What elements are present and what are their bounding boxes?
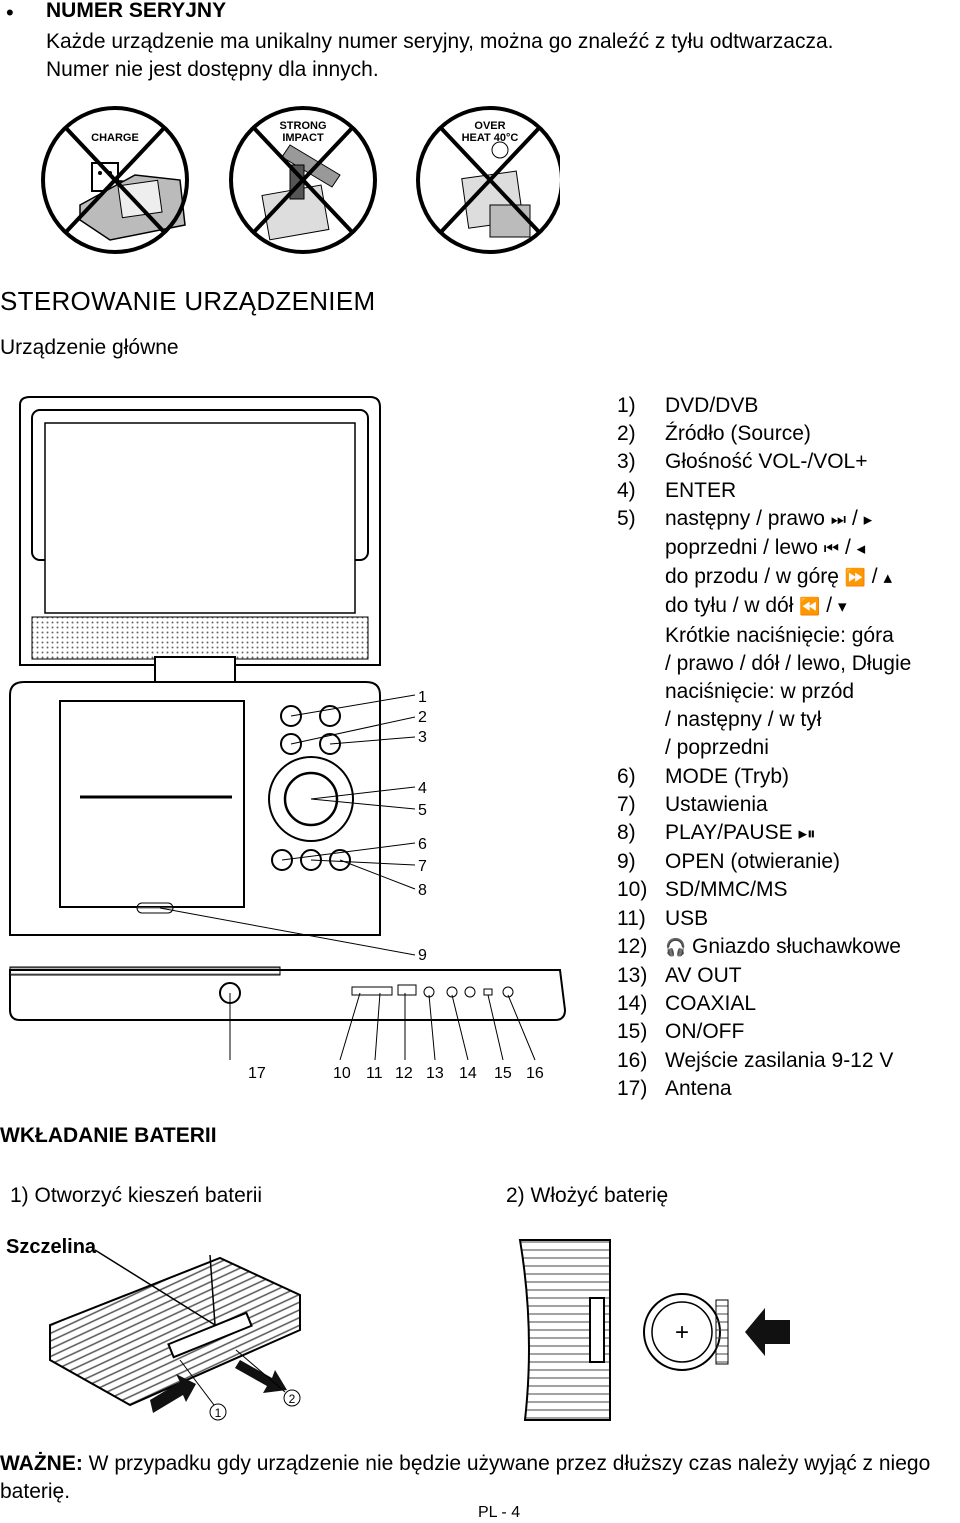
callout-7: 7 — [418, 858, 427, 875]
arrow-1-icon — [150, 1374, 196, 1413]
headphones-icon: 🎧 — [665, 937, 687, 958]
arrow-left-icon: ◂ — [856, 539, 866, 560]
warning-heat: OVER HEAT 40°C — [416, 106, 560, 254]
list-item: 4)ENTER — [617, 478, 737, 502]
list-item: 10)SD/MMC/MS — [617, 878, 788, 902]
callout-17: 17 — [248, 1065, 266, 1082]
serial-line-2: Numer nie jest dostępny dla innych. — [46, 58, 379, 81]
coaxial-port — [464, 986, 476, 998]
warning-impact-label-2: IMPACT — [282, 132, 324, 144]
battery-slot — [167, 1311, 253, 1359]
battery-step-2: 2) Włożyć baterię — [506, 1184, 669, 1207]
warning-charge-label: CHARGE — [91, 132, 139, 144]
list-item: 11)USB — [617, 906, 709, 930]
list-item: 7)Ustawienia — [617, 792, 768, 816]
prev-track-icon: ⏮ — [823, 539, 840, 560]
list-item: 3)Głośność VOL-/VOL+ — [617, 450, 868, 474]
list-item: 1)DVD/DVB — [617, 394, 759, 417]
step-circle-2-label: 2 — [289, 1392, 296, 1406]
speaker-grille — [31, 616, 369, 660]
callout-2: 2 — [418, 709, 427, 726]
side-profile — [9, 969, 567, 1021]
warning-impact: STRONG IMPACT — [229, 106, 377, 254]
source-button[interactable] — [319, 705, 341, 727]
list-item: 12)🎧 Gniazdo słuchawkowe — [617, 934, 901, 958]
battery-title: WKŁADANIE BATERII — [0, 1124, 217, 1147]
disc-tray — [59, 700, 245, 908]
compartment-opening — [589, 1297, 605, 1363]
parts-list: 1)DVD/DVB 2)Źródło (Source) 3)Głośność V… — [617, 392, 957, 1103]
arrow-right-icon: ▸ — [863, 509, 873, 530]
callout-1: 1 — [418, 689, 427, 706]
device-diagram: 1 2 3 4 5 6 7 8 9 17 10 11 12 13 14 15 1… — [9, 396, 567, 1082]
step-circle-2 — [283, 1389, 301, 1407]
battery-illustrations: 1 2 + — [49, 1239, 790, 1421]
pause-icon: ⏸ — [807, 824, 816, 845]
section-title: STEROWANIE URZĄDZENIEM — [0, 286, 376, 316]
serial-text: Każde urządzenie ma unikalny numer seryj… — [46, 28, 946, 84]
card-slot — [351, 986, 393, 996]
list-item: 5)następny / prawo ⏭ / ▸ poprzedni / lew… — [617, 506, 912, 760]
callout-5: 5 — [418, 802, 427, 819]
note-text: W przypadku gdy urządzenie nie będzie uż… — [0, 1452, 931, 1503]
callout-14: 14 — [459, 1065, 477, 1082]
section-subtitle: Urządzenie główne — [0, 336, 179, 359]
note-label: WAŻNE: — [0, 1452, 83, 1475]
battery-compartment — [518, 1239, 611, 1421]
warning-heat-label-2: HEAT 40°C — [462, 132, 519, 144]
callout-4: 4 — [418, 780, 427, 797]
fast-forward-icon: ⏩ — [844, 568, 866, 589]
battery-step-1: 1) Otworzyć kieszeń baterii — [10, 1184, 263, 1207]
list-item: 17)Antena — [617, 1076, 732, 1100]
bullet: • — [6, 0, 14, 25]
warning-impact-label-1: STRONG — [279, 120, 326, 132]
serial-line-1: Każde urządzenie ma unikalny numer seryj… — [46, 30, 834, 53]
usb-port — [397, 984, 417, 996]
insert-arrow-icon — [745, 1308, 790, 1356]
list-item: 2)Źródło (Source) — [617, 422, 811, 446]
arrow-up-icon: ▴ — [883, 568, 893, 589]
list-item: 9)OPEN (otwieranie) — [617, 850, 841, 874]
warning-illustrations: CHARGE STRONG IMPACT OVER HEAT 40°C — [41, 106, 560, 254]
callout-10: 10 — [333, 1065, 351, 1082]
hinge — [154, 656, 236, 686]
callout-6: 6 — [418, 836, 427, 853]
serial-title: NUMER SERYJNY — [46, 0, 227, 22]
power-switch — [483, 988, 493, 996]
battery-holder — [715, 1299, 729, 1365]
callout-16: 16 — [526, 1065, 544, 1082]
step-circle-1 — [209, 1403, 227, 1421]
callout-8: 8 — [418, 882, 427, 899]
callout-9: 9 — [418, 947, 427, 964]
list-item: 6)MODE (Tryb) — [617, 764, 790, 788]
next-track-icon: ⏭ — [830, 509, 847, 530]
play-icon: ▸ — [798, 824, 808, 845]
callout-3: 3 — [418, 729, 427, 746]
list-item: 15)ON/OFF — [617, 1020, 745, 1044]
callout-11: 11 — [366, 1065, 383, 1082]
arrow-down-icon: ▾ — [837, 597, 847, 618]
dc-in-port — [502, 986, 514, 998]
battery-plus-icon: + — [675, 1319, 689, 1346]
step-circle-1-label: 1 — [215, 1406, 222, 1420]
callout-12: 12 — [395, 1065, 413, 1082]
warning-charge: CHARGE — [41, 106, 189, 254]
list-item: 8)PLAY/PAUSE ▸⏸ — [617, 821, 816, 845]
open-latch — [136, 902, 174, 914]
slot-label: Szczelina — [6, 1236, 97, 1258]
rewind-icon: ⏪ — [799, 597, 821, 618]
warning-heat-label-1: OVER — [474, 120, 505, 132]
device-underside — [49, 1256, 301, 1407]
side-vent — [9, 966, 281, 976]
important-note: WAŻNE: W przypadku gdy urządzenie nie bę… — [0, 1450, 958, 1506]
callout-15: 15 — [494, 1065, 512, 1082]
page-number: PL - 4 — [478, 1504, 521, 1521]
list-item: 16)Wejście zasilania 9-12 V — [617, 1048, 894, 1072]
list-item: 14)COAXIAL — [617, 992, 757, 1016]
list-item: 13)AV OUT — [617, 964, 742, 988]
arrow-2-icon — [235, 1360, 287, 1393]
screen-display — [44, 422, 356, 614]
callout-13: 13 — [426, 1065, 444, 1082]
